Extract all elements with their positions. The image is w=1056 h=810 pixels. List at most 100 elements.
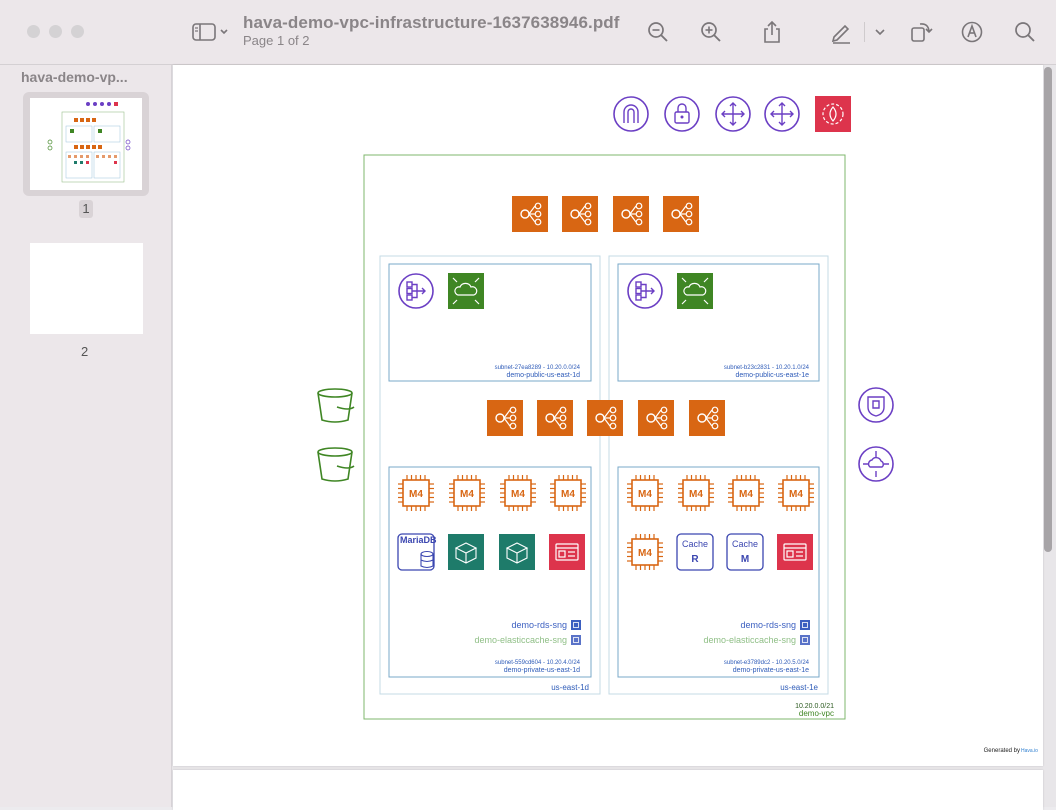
ec2-type-label: M4 (739, 489, 753, 500)
zoom-out-button[interactable] (644, 18, 672, 46)
chevron-down-icon (875, 29, 885, 36)
cache-node-role: R (691, 554, 699, 565)
share-icon (764, 20, 780, 43)
load-balancer-icon (587, 400, 623, 436)
ec2-instance-icon: M4 (500, 475, 536, 511)
vpc-cidr-label: 10.20.0.0/21 (795, 703, 834, 710)
rds-subnet-icon (777, 534, 813, 570)
document-title: hava-demo-vpc-infrastructure-1637638946.… (243, 13, 620, 32)
close-window-button[interactable] (27, 25, 40, 38)
rds-subnet-icon (549, 534, 585, 570)
scrollbar-thumb[interactable] (1044, 67, 1052, 552)
mariadb-icon: MariaDB (397, 533, 437, 571)
elasticache-sng-label: demo-elasticcache-sng (474, 635, 567, 645)
rds-sng-label: demo-rds-sng (511, 620, 567, 630)
subnet-id-label: subnet-b23c2831 - 10.20.1.0/24 (724, 365, 810, 371)
annotate-button[interactable] (958, 18, 986, 46)
zoom-in-icon (701, 22, 721, 42)
sidebar-title: hava-demo-vp... (21, 69, 128, 85)
hava-brand-label: Hava.io (1021, 748, 1038, 754)
generated-by-label: Generated by (984, 748, 1020, 754)
subnet-id-label: subnet-27ea8289 - 10.20.0.0/24 (495, 365, 581, 371)
rds-sng-icon (800, 620, 810, 630)
az-box-us-east-1d (379, 255, 601, 695)
network-load-balancer-icon (627, 273, 663, 309)
minimize-window-button[interactable] (49, 25, 62, 38)
az-box-us-east-1e (608, 255, 829, 695)
search-icon (1015, 22, 1035, 42)
nat-gateway-icon (677, 273, 713, 309)
vpc-peering-icon (858, 446, 894, 482)
s3-bucket-icon (317, 447, 355, 482)
load-balancer-icon (638, 400, 674, 436)
rds-sng-label: demo-rds-sng (740, 620, 796, 630)
load-balancer-icon (512, 196, 548, 232)
ec2-type-label: M4 (460, 489, 474, 500)
ec2-instance-icon: M4 (550, 475, 586, 511)
ec2-instance-icon: M4 (728, 475, 764, 511)
customer-gateway-icon (858, 387, 894, 423)
rds-sng-icon (571, 620, 581, 630)
subnet-id-label: subnet-e3789dc2 - 10.20.5.0/24 (724, 660, 810, 666)
thumbnail-sidebar: hava-demo-vp... 1 2 (0, 65, 172, 807)
nat-gateway-icon (448, 273, 484, 309)
rotate-button[interactable] (907, 18, 935, 46)
page-thumbnail-1[interactable] (30, 98, 142, 190)
network-load-balancer-icon (398, 273, 434, 309)
vpc-endpoint-icon (764, 96, 800, 132)
s3-bucket-icon (317, 388, 355, 423)
az-name-label: us-east-1d (551, 683, 589, 692)
zoom-window-button[interactable] (71, 25, 84, 38)
ec2-instance-icon: M4 (627, 534, 663, 570)
elasticache-sng-icon (571, 635, 581, 645)
zoom-in-button[interactable] (697, 18, 725, 46)
ec2-instance-icon: M4 (449, 475, 485, 511)
elasticache-cluster-icon (499, 534, 535, 570)
markup-menu-button[interactable] (868, 18, 892, 46)
vpc-box (363, 154, 846, 720)
vertical-scrollbar[interactable] (1041, 65, 1056, 807)
ec2-type-label: M4 (638, 489, 652, 500)
cache-node-label: Cache (732, 539, 758, 549)
ec2-type-label: M4 (409, 489, 423, 500)
load-balancer-icon (562, 196, 598, 232)
private-subnet-box-1e (617, 466, 820, 678)
rotate-icon (911, 23, 933, 42)
ec2-instance-icon: M4 (398, 475, 434, 511)
ec2-type-label: M4 (561, 489, 575, 500)
accessibility-a-icon (961, 21, 983, 43)
ec2-type-label: M4 (638, 548, 652, 559)
waf-icon (815, 96, 851, 132)
subnet-name-label: demo-private-us-east-1d (504, 667, 580, 674)
private-subnet-box-1d (388, 466, 592, 678)
search-button[interactable] (1011, 18, 1039, 46)
subnet-name-label: demo-public-us-east-1e (735, 372, 809, 379)
cache-node-role: M (741, 554, 749, 565)
ec2-instance-icon: M4 (627, 475, 663, 511)
pdf-page-2 (173, 770, 1043, 810)
ec2-type-label: M4 (511, 489, 525, 500)
transit-gateway-icon (715, 96, 751, 132)
vpn-gateway-icon (664, 96, 700, 132)
markup-button[interactable] (827, 18, 855, 46)
page-indicator: Page 1 of 2 (243, 33, 310, 48)
load-balancer-icon (537, 400, 573, 436)
ec2-type-label: M4 (789, 489, 803, 500)
load-balancer-icon (689, 400, 725, 436)
vpc-name-label: demo-vpc (799, 709, 834, 718)
sidebar-toggle-button[interactable] (189, 18, 233, 46)
az-name-label: us-east-1e (780, 683, 818, 692)
share-button[interactable] (758, 18, 786, 46)
mariadb-label: MariaDB (400, 535, 437, 545)
ec2-type-label: M4 (689, 489, 703, 500)
sidebar-toggle-icon (192, 23, 228, 41)
page-number-2: 2 (81, 344, 89, 359)
elasticache-sng-icon (800, 635, 810, 645)
subnet-name-label: demo-public-us-east-1d (506, 372, 580, 379)
page-thumbnail-2[interactable] (30, 243, 143, 334)
toolbar-divider (864, 22, 865, 42)
